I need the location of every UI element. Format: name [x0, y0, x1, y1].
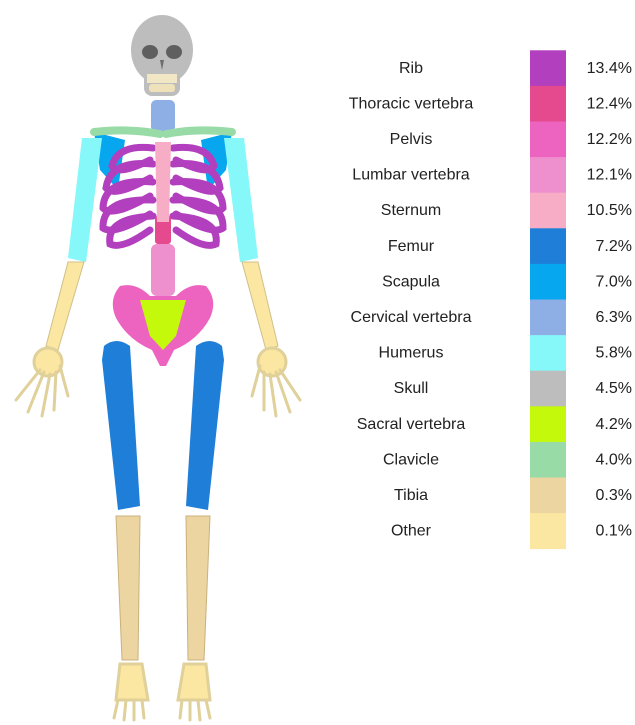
legend-value: 12.2%	[587, 131, 632, 148]
legend-label: Humerus	[379, 345, 444, 362]
legend-swatch	[530, 50, 566, 86]
legend-value: 7.2%	[596, 238, 632, 255]
legend-value: 0.1%	[596, 523, 632, 540]
legend-label: Skull	[394, 380, 429, 397]
legend-swatch	[530, 478, 566, 514]
legend-label: Sternum	[381, 202, 441, 219]
legend-swatch	[530, 122, 566, 158]
legend-value: 6.3%	[596, 309, 632, 326]
legend-value: 7.0%	[596, 273, 632, 290]
legend-swatch	[530, 300, 566, 336]
legend-value: 4.2%	[596, 416, 632, 433]
legend-swatch	[530, 264, 566, 300]
legend-label: Rib	[399, 60, 423, 77]
legend-swatch	[530, 228, 566, 264]
legend-value: 10.5%	[587, 202, 632, 219]
legend-label: Tibia	[394, 487, 428, 504]
legend-swatch	[530, 513, 566, 549]
legend-swatch	[530, 193, 566, 229]
legend-value: 12.4%	[587, 95, 632, 112]
legend-value: 12.1%	[587, 167, 632, 184]
legend-swatch	[530, 86, 566, 122]
legend-label: Cervical vertebra	[351, 309, 472, 326]
legend-swatch	[530, 371, 566, 407]
legend-label: Clavicle	[383, 451, 439, 468]
legend-value: 13.4%	[587, 60, 632, 77]
legend-label: Thoracic vertebra	[349, 95, 474, 112]
legend-swatch	[530, 406, 566, 442]
legend-label: Sacral vertebra	[357, 416, 466, 433]
legend-swatch	[530, 442, 566, 478]
legend-value: 5.8%	[596, 345, 632, 362]
legend-label: Other	[391, 523, 432, 540]
legend-value: 0.3%	[596, 487, 632, 504]
legend-label: Femur	[388, 238, 435, 255]
legend-swatch	[530, 335, 566, 371]
legend-label: Pelvis	[390, 131, 433, 148]
legend-value: 4.5%	[596, 380, 632, 397]
legend-label: Scapula	[382, 273, 440, 290]
legend-swatch	[530, 157, 566, 193]
legend-value: 4.0%	[596, 451, 632, 468]
legend-label: Lumbar vertebra	[352, 167, 469, 184]
